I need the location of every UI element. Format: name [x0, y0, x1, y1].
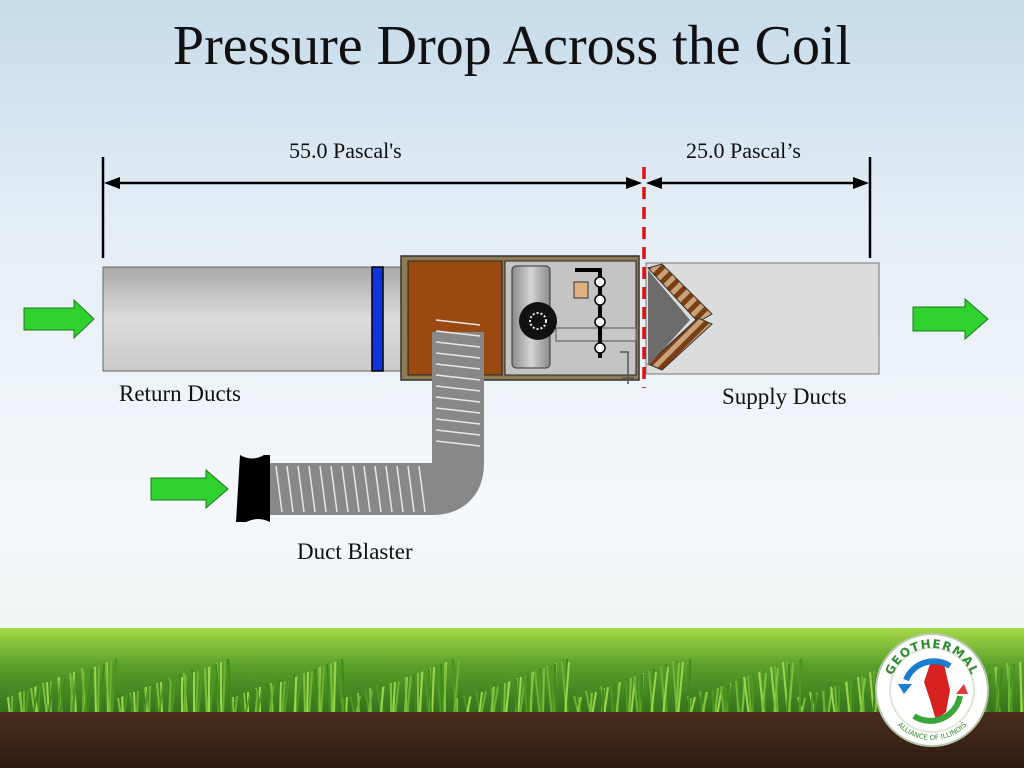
blower-wheel-icon — [519, 302, 557, 340]
flex-duct-ribs — [275, 319, 481, 513]
pressure-label-left: 55.0 Pascal's — [289, 138, 402, 163]
evaporator-coil-lower — [647, 317, 713, 371]
duct-blaster-fan — [236, 455, 270, 522]
dimension-arrowhead-left-end — [626, 177, 642, 189]
flex-duct — [258, 332, 484, 515]
blower-hub — [529, 312, 547, 330]
drain-fitting — [620, 351, 634, 384]
dimension-line-right — [652, 157, 872, 258]
dimension-arrowhead-left-start — [104, 177, 120, 189]
control-board — [573, 281, 589, 299]
slide-title: Pressure Drop Across the Coil — [172, 15, 852, 77]
dimension-arrowhead-right-end — [853, 177, 869, 189]
coil-drain-pan — [648, 270, 690, 366]
dimension-arrowhead-right-start — [646, 177, 662, 189]
duct-blaster-label: Duct Blaster — [297, 539, 413, 564]
airflow-arrow-blaster — [150, 468, 229, 510]
control-wiring — [575, 268, 602, 358]
airflow-arrow-return — [23, 298, 95, 340]
motor-shaft — [555, 327, 637, 342]
evaporator-coil-upper — [647, 263, 713, 323]
pressure-label-right: 25.0 Pascal’s — [686, 138, 801, 163]
supply-ducts-label: Supply Ducts — [722, 384, 847, 409]
return-duct — [102, 266, 402, 372]
relay-contacts — [594, 276, 606, 354]
dimension-line-left — [101, 157, 636, 258]
airflow-arrow-supply — [912, 297, 989, 341]
filter-slot — [371, 266, 384, 372]
return-ducts-label: Return Ducts — [119, 381, 242, 406]
soil-strip — [0, 712, 1024, 768]
geothermal-alliance-logo: GEOTHERMAL ALLIANCE OF ILLINOIS — [875, 633, 989, 747]
